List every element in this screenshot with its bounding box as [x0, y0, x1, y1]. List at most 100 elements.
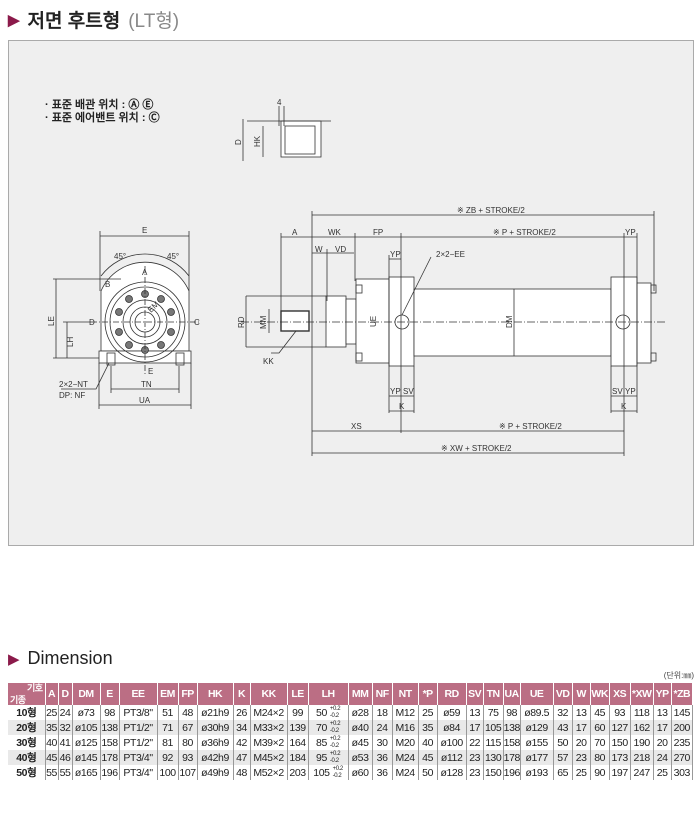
table-cell: 45 [590, 705, 610, 720]
dim-w: W [315, 245, 323, 254]
cell-value: M39×2 [253, 736, 284, 749]
table-cell: PT3/8" [119, 705, 158, 720]
section-title-lt: ▶ 저면 후트형 (LT형) [8, 6, 179, 33]
cell-value: 36 [376, 766, 388, 779]
cell-value: M24 [395, 751, 416, 764]
cell-value: 25 [422, 706, 434, 719]
table-cell: 197 [609, 765, 631, 780]
table-cell: 17 [572, 720, 591, 735]
cell-value: 197 [611, 766, 628, 779]
column-header: EM [157, 683, 179, 705]
model-cell: 20형 [8, 720, 46, 735]
cell-value: 150 [611, 736, 628, 749]
cell-value: 13 [656, 706, 668, 719]
dim-xw: ※ XW + STROKE/2 [441, 444, 512, 453]
column-header: KK [250, 683, 288, 705]
cell-value: 40 [422, 736, 434, 749]
table-cell: 100 [157, 765, 179, 780]
cell-value: PT1/2" [123, 721, 153, 734]
table-cell: 60 [590, 720, 610, 735]
drawing-svg: 4 D HK E 45° 45° EM LE LH 2×2−NT DP: NF … [47, 98, 666, 456]
cell-value: PT1/2" [123, 736, 153, 749]
column-header: WK [590, 683, 610, 705]
cell-value: 80 [182, 736, 193, 749]
cell-value: 303 [673, 766, 691, 779]
cell-value: 100 [159, 766, 176, 779]
table-cell: ø177 [520, 750, 554, 765]
table-cell: 93 [178, 750, 198, 765]
table-cell: ø84 [437, 720, 467, 735]
dim-d: D [234, 139, 243, 145]
table-cell: ø53 [348, 750, 373, 765]
column-header: UA [503, 683, 521, 705]
tolerance-minus: -0.2 [329, 757, 339, 764]
cell-value: 105 [484, 721, 502, 734]
cell-value: ø125 [74, 736, 98, 749]
table-cell: 145 [671, 705, 694, 720]
table-cell: M52×2 [250, 765, 288, 780]
table-cell: 41 [58, 735, 73, 750]
triangle-icon: ▶ [8, 650, 20, 668]
tolerance-plus: +0.2 [329, 750, 341, 757]
table-cell: 32 [58, 720, 73, 735]
cell-value: 70 [594, 736, 606, 749]
cell-value: 158 [503, 736, 521, 749]
cell-value: 196 [503, 766, 521, 779]
table-cell: 23 [466, 750, 484, 765]
cell-value: 20 [575, 736, 587, 749]
cell-value: 32 [557, 706, 569, 719]
cell-value: ø73 [77, 706, 95, 719]
cell-value: 235 [673, 736, 691, 749]
cell-value: M33×2 [253, 721, 284, 734]
cell-value: 203 [289, 766, 306, 779]
cell-value: ø100 [440, 736, 463, 749]
table-cell: 247 [630, 765, 654, 780]
table-cell: 270 [671, 750, 694, 765]
cell-value: 22 [469, 736, 481, 749]
table-cell: 23 [466, 765, 484, 780]
table-cell: 164 [287, 735, 309, 750]
table-cell: 98 [503, 705, 521, 720]
column-header: VD [553, 683, 573, 705]
table-cell: ø105 [72, 720, 101, 735]
cell-value: ø145 [74, 751, 98, 764]
table-cell: 105 [483, 720, 504, 735]
tolerance-plus: +0.2 [332, 765, 344, 772]
dim-p-top: ※ P + STROKE/2 [493, 228, 556, 237]
table-cell: 18 [372, 705, 393, 720]
table-cell: 42 [233, 735, 251, 750]
cell-value: 34 [236, 721, 247, 734]
cell-value: 81 [162, 736, 173, 749]
table-cell: 173 [609, 750, 631, 765]
table-cell: 36 [372, 750, 393, 765]
dim-mm: MM [259, 315, 268, 329]
cell-value: 95 [316, 751, 327, 764]
cell-value: ø89.5 [524, 706, 550, 719]
cell-value: 65 [557, 766, 569, 779]
cell-value: 138 [101, 721, 118, 734]
table-cell: M24 [392, 765, 419, 780]
dimension-title: Dimension [27, 648, 113, 668]
cell-value: 25 [46, 706, 57, 719]
cell-value: ø49h9 [201, 766, 229, 779]
cell-value: 18 [376, 706, 388, 719]
cell-value: 184 [289, 751, 306, 764]
dim-wk: WK [328, 228, 342, 237]
cell-value: 60 [594, 721, 606, 734]
table-cell: 25 [653, 765, 672, 780]
table-cell: 235 [671, 735, 694, 750]
cell-value: 50 [557, 736, 569, 749]
cell-value: 90 [594, 766, 606, 779]
table-cell: ø59 [437, 705, 467, 720]
table-cell: 25 [45, 705, 59, 720]
table-cell: 218 [630, 750, 654, 765]
cell-value: ø129 [525, 721, 548, 734]
cell-value: M45×2 [253, 751, 284, 764]
table-cell: ø45 [348, 735, 373, 750]
cell-value: 42 [236, 736, 247, 749]
note-piping: · 표준 배관 위치 : Ⓐ Ⓔ [45, 99, 154, 111]
table-cell: M33×2 [250, 720, 288, 735]
table-cell: 48 [233, 765, 251, 780]
